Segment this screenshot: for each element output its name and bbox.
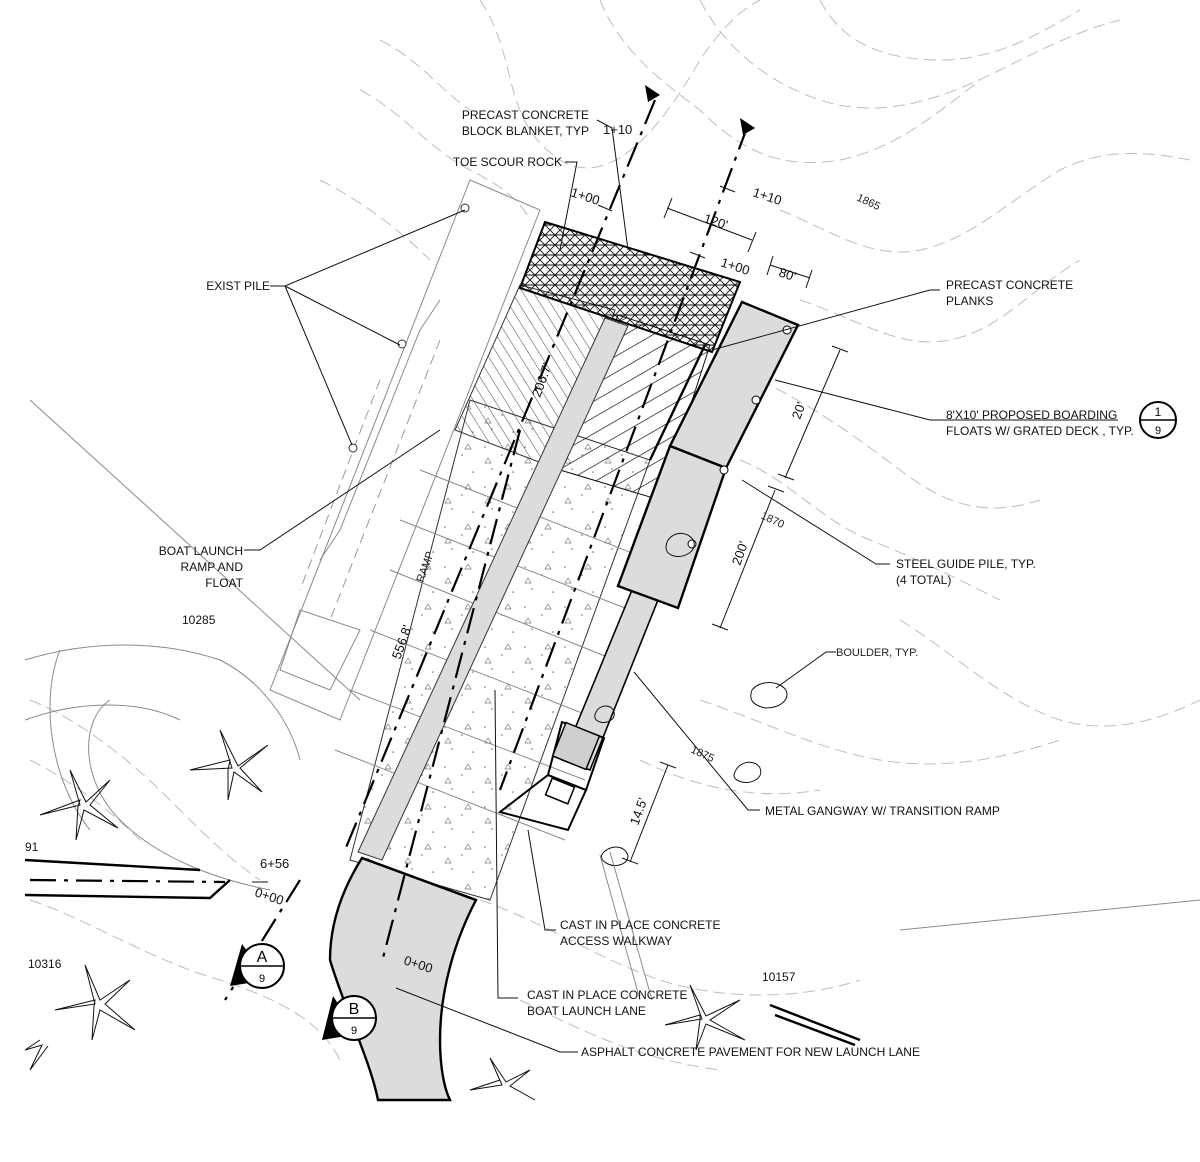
parcel-10157: 10157 <box>762 970 796 984</box>
annotation-labels: PRECAST CONCRETE BLOCK BLANKET, TYP TOE … <box>159 108 1134 1059</box>
label-precast-block-1: PRECAST CONCRETE <box>462 108 589 122</box>
label-launch-lane-2: BOAT LAUNCH LANE <box>527 1004 646 1018</box>
leader-lines <box>244 119 1118 1053</box>
elev-1875: 1875 <box>689 744 716 765</box>
label-exist-pile: EXIST PILE <box>206 279 270 293</box>
detail-1-number: 1 <box>1155 405 1162 419</box>
boarding-floats <box>616 300 800 610</box>
label-boulder: BOULDER, TYP. <box>836 647 918 659</box>
section-b-sheet: 9 <box>351 1025 357 1037</box>
detail-marker-1: 1 9 <box>1139 401 1177 439</box>
access-walkway-strip <box>357 317 629 861</box>
asphalt-pavement <box>328 856 478 1102</box>
section-marker-a: A 9 <box>230 943 285 989</box>
section-a-letter: A <box>257 949 268 966</box>
station-0p00-a: 0+00 <box>253 885 285 908</box>
dimension-lines <box>621 197 849 865</box>
label-boat-launch-1: BOAT LAUNCH <box>159 544 243 558</box>
label-boat-launch-3: FLOAT <box>205 576 243 590</box>
label-boarding-floats-2: FLOATS W/ GRATED DECK , TYP. <box>946 424 1134 438</box>
dim-20: 20' <box>789 400 809 421</box>
detail-1-sheet: 9 <box>1155 425 1161 437</box>
parcel-91: 91 <box>25 840 39 854</box>
station-1p10-right: 1+10 <box>751 185 783 208</box>
station-1p00-left: 1+00 <box>569 185 601 208</box>
parcels: 10285 10316 10157 91 <box>25 613 796 984</box>
label-steel-pile-2: (4 TOTAL) <box>896 573 951 587</box>
dim-145: 14.5' <box>627 796 651 827</box>
elev-1870: 1870 <box>759 510 786 531</box>
section-marker-b: B 9 <box>322 995 377 1041</box>
station-1p10-left: 1+10 <box>603 122 632 137</box>
dim-80: 80' <box>777 265 798 285</box>
label-asphalt: ASPHALT CONCRETE PAVEMENT FOR NEW LAUNCH… <box>581 1045 920 1059</box>
dim-120: 120' <box>702 211 730 233</box>
label-precast-planks-1: PRECAST CONCRETE <box>946 278 1073 292</box>
station-1p00-right: 1+00 <box>719 255 751 278</box>
station-6p56: 6+56 <box>260 856 289 871</box>
existing-boat-launch <box>24 179 541 891</box>
boulders <box>594 533 788 1001</box>
trees <box>24 729 746 1101</box>
elev-1865: 1865 <box>855 192 882 213</box>
label-steel-pile-1: STEEL GUIDE PILE, TYP. <box>896 557 1036 571</box>
parcel-10316: 10316 <box>28 957 62 971</box>
label-boarding-floats-1: 8'X10' PROPOSED BOARDING <box>946 408 1117 422</box>
heavy-outlines <box>24 344 861 1047</box>
dim-200: 200' <box>729 539 751 567</box>
terrain-contours <box>29 0 1200 1071</box>
label-boat-launch-2: RAMP AND <box>181 560 244 574</box>
label-gangway: METAL GANGWAY W/ TRANSITION RAMP <box>765 804 1000 818</box>
label-precast-planks-2: PLANKS <box>946 294 993 308</box>
block-blanket <box>518 220 742 354</box>
section-b-letter: B <box>349 1001 360 1018</box>
label-precast-block-2: BLOCK BLANKET, TYP <box>462 124 589 138</box>
parcel-10285: 10285 <box>182 613 216 627</box>
section-a-sheet: 9 <box>259 973 265 985</box>
label-launch-lane-1: CAST IN PLACE CONCRETE <box>527 988 687 1002</box>
label-toe-scour: TOE SCOUR ROCK <box>453 155 562 169</box>
label-walkway-2: ACCESS WALKWAY <box>560 934 672 948</box>
label-walkway-1: CAST IN PLACE CONCRETE <box>560 918 720 932</box>
